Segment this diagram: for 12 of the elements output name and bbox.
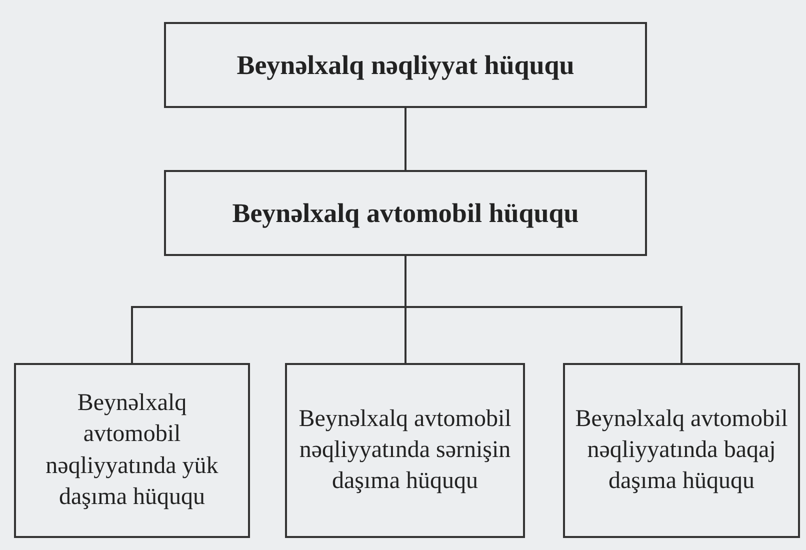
box-text: Beynəlxalq avtomobil hüququ	[232, 196, 579, 230]
category-box	[164, 22, 647, 108]
box-text: Beynəlxalq nəqliyyat hüququ	[236, 48, 574, 82]
connector-line	[404, 256, 682, 363]
category-box	[285, 363, 525, 538]
box-text: Beynəlxalq avtomobil nəqliyyatında baqaj daşıma hüququ	[575, 404, 788, 496]
category-box	[164, 170, 647, 256]
box-text: Beynəlxalq avtomobil nəqliyyatında sərnişin daşıma hüququ	[298, 404, 512, 496]
connector-line	[404, 108, 406, 170]
box-text: Beynəlxalq avtomobil nəqliyyatında yük daşıma hüququ	[44, 389, 220, 512]
category-box	[14, 363, 250, 538]
category-box	[563, 363, 800, 538]
